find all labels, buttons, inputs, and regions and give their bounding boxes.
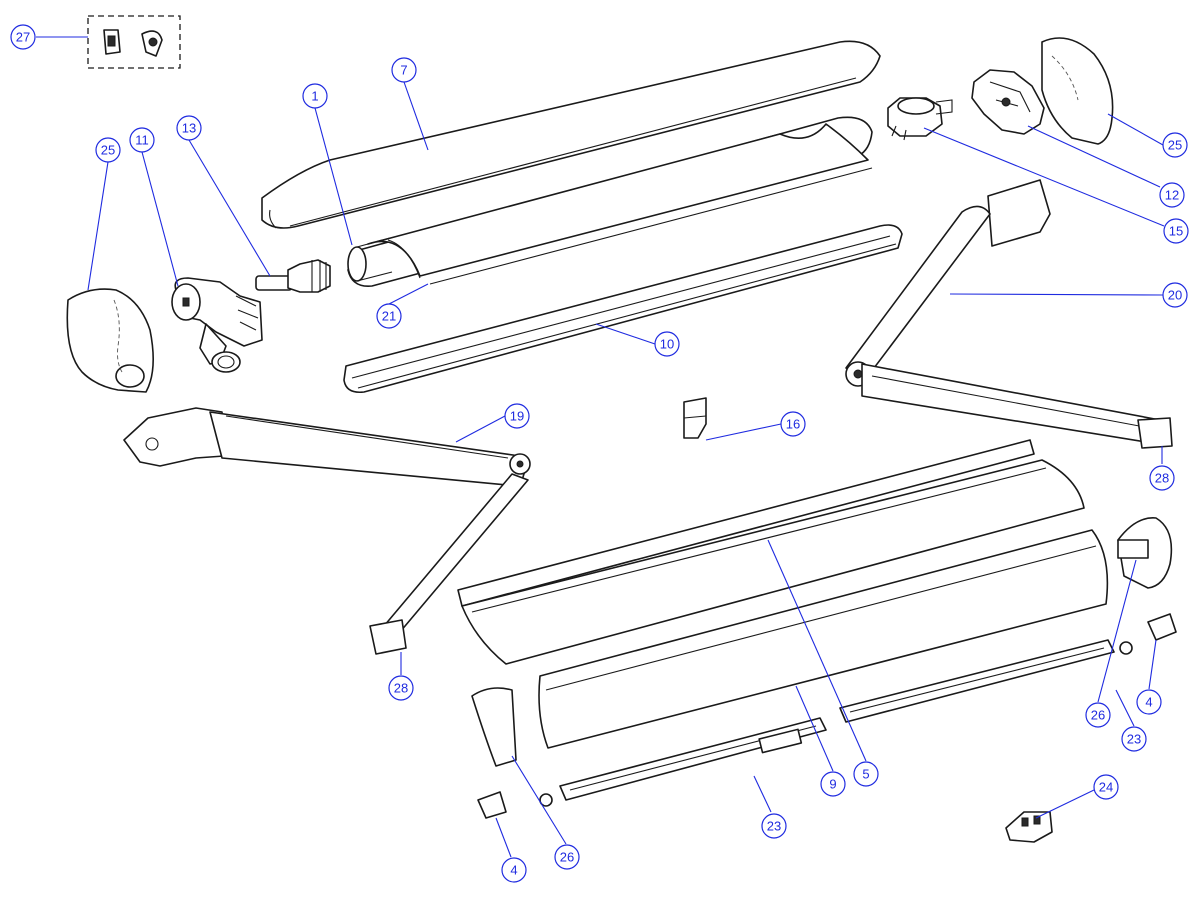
- part-15-tension-unit: [887, 97, 953, 141]
- callout-11: 11: [129, 127, 155, 153]
- callout-26-left: 26: [554, 844, 580, 870]
- svg-text:21: 21: [382, 309, 396, 324]
- callout-4-right: 4: [1136, 689, 1162, 715]
- part-5-front-rail: [457, 439, 1085, 665]
- svg-text:16: 16: [786, 417, 800, 432]
- callout-28-left: 28: [388, 675, 414, 701]
- callout-1: 1: [302, 83, 328, 109]
- part-9-valance: [538, 529, 1109, 749]
- part-7-cassette-cover: [261, 40, 881, 229]
- callout-26-right: 26: [1085, 702, 1111, 728]
- part-1-roller-tube: [347, 237, 393, 282]
- svg-text:24: 24: [1099, 780, 1113, 795]
- callout-21: 21: [376, 303, 402, 329]
- svg-text:15: 15: [1169, 224, 1183, 239]
- callout-5: 5: [853, 761, 879, 787]
- callout-27: 27: [10, 24, 36, 50]
- part-11-gearbox: [171, 277, 263, 373]
- svg-text:23: 23: [767, 819, 781, 834]
- svg-text:10: 10: [660, 337, 674, 352]
- svg-text:23: 23: [1127, 732, 1141, 747]
- part-13-end-adaptor: [255, 259, 331, 293]
- callout-23-right: 23: [1121, 726, 1147, 752]
- svg-text:19: 19: [510, 409, 524, 424]
- part-4-clip-left: [477, 791, 507, 819]
- part-25-right-end-cap: [1041, 37, 1114, 145]
- part-24-bracket: [1005, 811, 1053, 843]
- svg-text:27: 27: [16, 30, 30, 45]
- callout-10: 10: [654, 331, 680, 357]
- callout-25-left: 25: [95, 137, 121, 163]
- part-20-right-folding-arm: [845, 179, 1173, 449]
- svg-text:1: 1: [311, 89, 318, 104]
- callout-23-left: 23: [761, 813, 787, 839]
- part-16-clip: [683, 397, 707, 439]
- callout-20: 20: [1162, 282, 1188, 308]
- part-23-lower-rail-left: [539, 717, 827, 807]
- svg-text:25: 25: [101, 143, 115, 158]
- svg-text:12: 12: [1165, 188, 1179, 203]
- svg-text:26: 26: [1091, 708, 1105, 723]
- part-4-clip-right: [1147, 613, 1177, 641]
- part-21-fabric-roller: [347, 116, 873, 287]
- callout-16: 16: [780, 411, 806, 437]
- svg-text:9: 9: [829, 777, 836, 792]
- part-23-lower-rail-right: [839, 639, 1133, 723]
- callout-28-right: 28: [1149, 465, 1175, 491]
- svg-text:4: 4: [510, 863, 517, 878]
- svg-text:26: 26: [560, 850, 574, 865]
- callout-7: 7: [391, 57, 417, 83]
- svg-text:28: 28: [1155, 471, 1169, 486]
- part-25-left-end-cap: [66, 288, 154, 393]
- svg-text:11: 11: [135, 133, 149, 148]
- callout-24: 24: [1093, 774, 1119, 800]
- svg-text:7: 7: [400, 63, 407, 78]
- callout-13: 13: [176, 115, 202, 141]
- svg-text:20: 20: [1168, 288, 1182, 303]
- svg-text:13: 13: [182, 121, 196, 136]
- part-19-left-folding-arm: [123, 407, 531, 655]
- part-26-right-valance-cap: [1117, 517, 1173, 589]
- callout-4-left: 4: [501, 857, 527, 883]
- part-26-left-valance-cap: [471, 687, 517, 767]
- part-12-idler-bracket: [971, 69, 1045, 135]
- leader-lines: [36, 36, 1165, 858]
- svg-text:4: 4: [1145, 695, 1152, 710]
- svg-text:28: 28: [394, 681, 408, 696]
- callout-9: 9: [820, 771, 846, 797]
- svg-text:25: 25: [1168, 138, 1182, 153]
- part-10-front-bar: [343, 224, 903, 394]
- part-27-small-parts-kit: [87, 15, 181, 69]
- callout-15: 15: [1163, 218, 1189, 244]
- callout-12: 12: [1159, 182, 1185, 208]
- callout-25-right: 25: [1162, 132, 1188, 158]
- callout-19: 19: [504, 403, 530, 429]
- svg-text:5: 5: [862, 767, 869, 782]
